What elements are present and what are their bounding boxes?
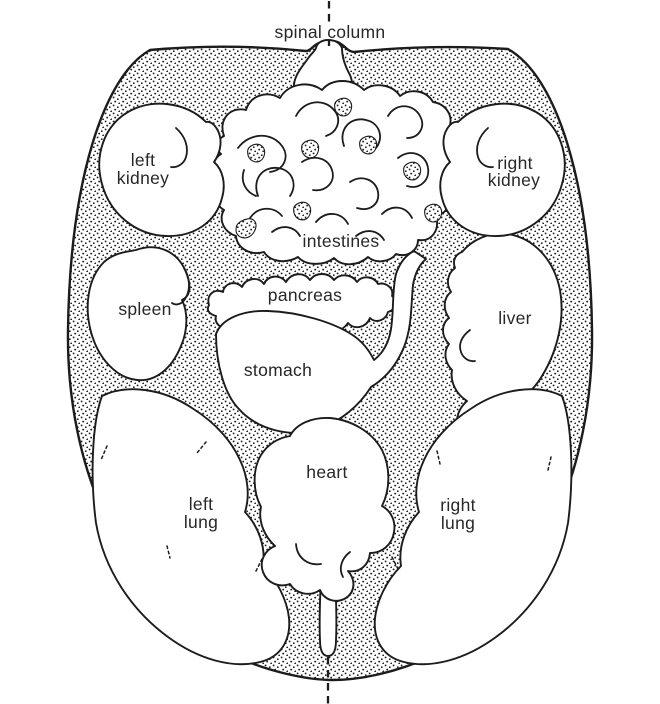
heart-lobe-lines bbox=[295, 543, 351, 578]
left-kidney-label-line2: kidney bbox=[117, 168, 169, 188]
spleen-notch-line bbox=[171, 267, 190, 306]
heart-label: heart bbox=[306, 462, 347, 482]
intestines-shape bbox=[212, 80, 458, 266]
left-kidney-hilum-line bbox=[170, 127, 188, 169]
pancreas-label: pancreas bbox=[268, 285, 342, 305]
right-lung-label-line2: lung bbox=[441, 513, 475, 533]
left-lung-shape bbox=[91, 388, 291, 666]
liver-shape bbox=[442, 232, 563, 429]
spinal-column-label: spinal column bbox=[275, 22, 386, 42]
stomach-label: stomach bbox=[244, 360, 312, 380]
heart-shape bbox=[253, 417, 396, 602]
right-kidney-label-line1: right bbox=[497, 153, 533, 173]
spleen-label: spleen bbox=[118, 299, 171, 319]
right-kidney-label-line2: kidney bbox=[488, 170, 540, 190]
left-lung-label-line1: left bbox=[189, 494, 214, 514]
right-kidney-shape bbox=[439, 102, 566, 237]
left-kidney-shape bbox=[98, 102, 225, 237]
left-lung-label-line2: lung bbox=[184, 512, 218, 532]
labels: spinal column left kidney right kidney i… bbox=[117, 22, 540, 533]
liver-label: liver bbox=[498, 308, 532, 328]
fissure-tick-marks bbox=[100, 441, 552, 572]
right-lung-shape bbox=[373, 388, 573, 666]
right-lung-label-line1: right bbox=[440, 495, 476, 515]
liver-notch-line bbox=[459, 329, 476, 363]
left-kidney-label-line1: left bbox=[131, 150, 156, 170]
right-kidney-hilum-line bbox=[476, 127, 494, 169]
intestines-loop-lines bbox=[237, 101, 430, 241]
intestines-label: intestines bbox=[303, 231, 380, 251]
